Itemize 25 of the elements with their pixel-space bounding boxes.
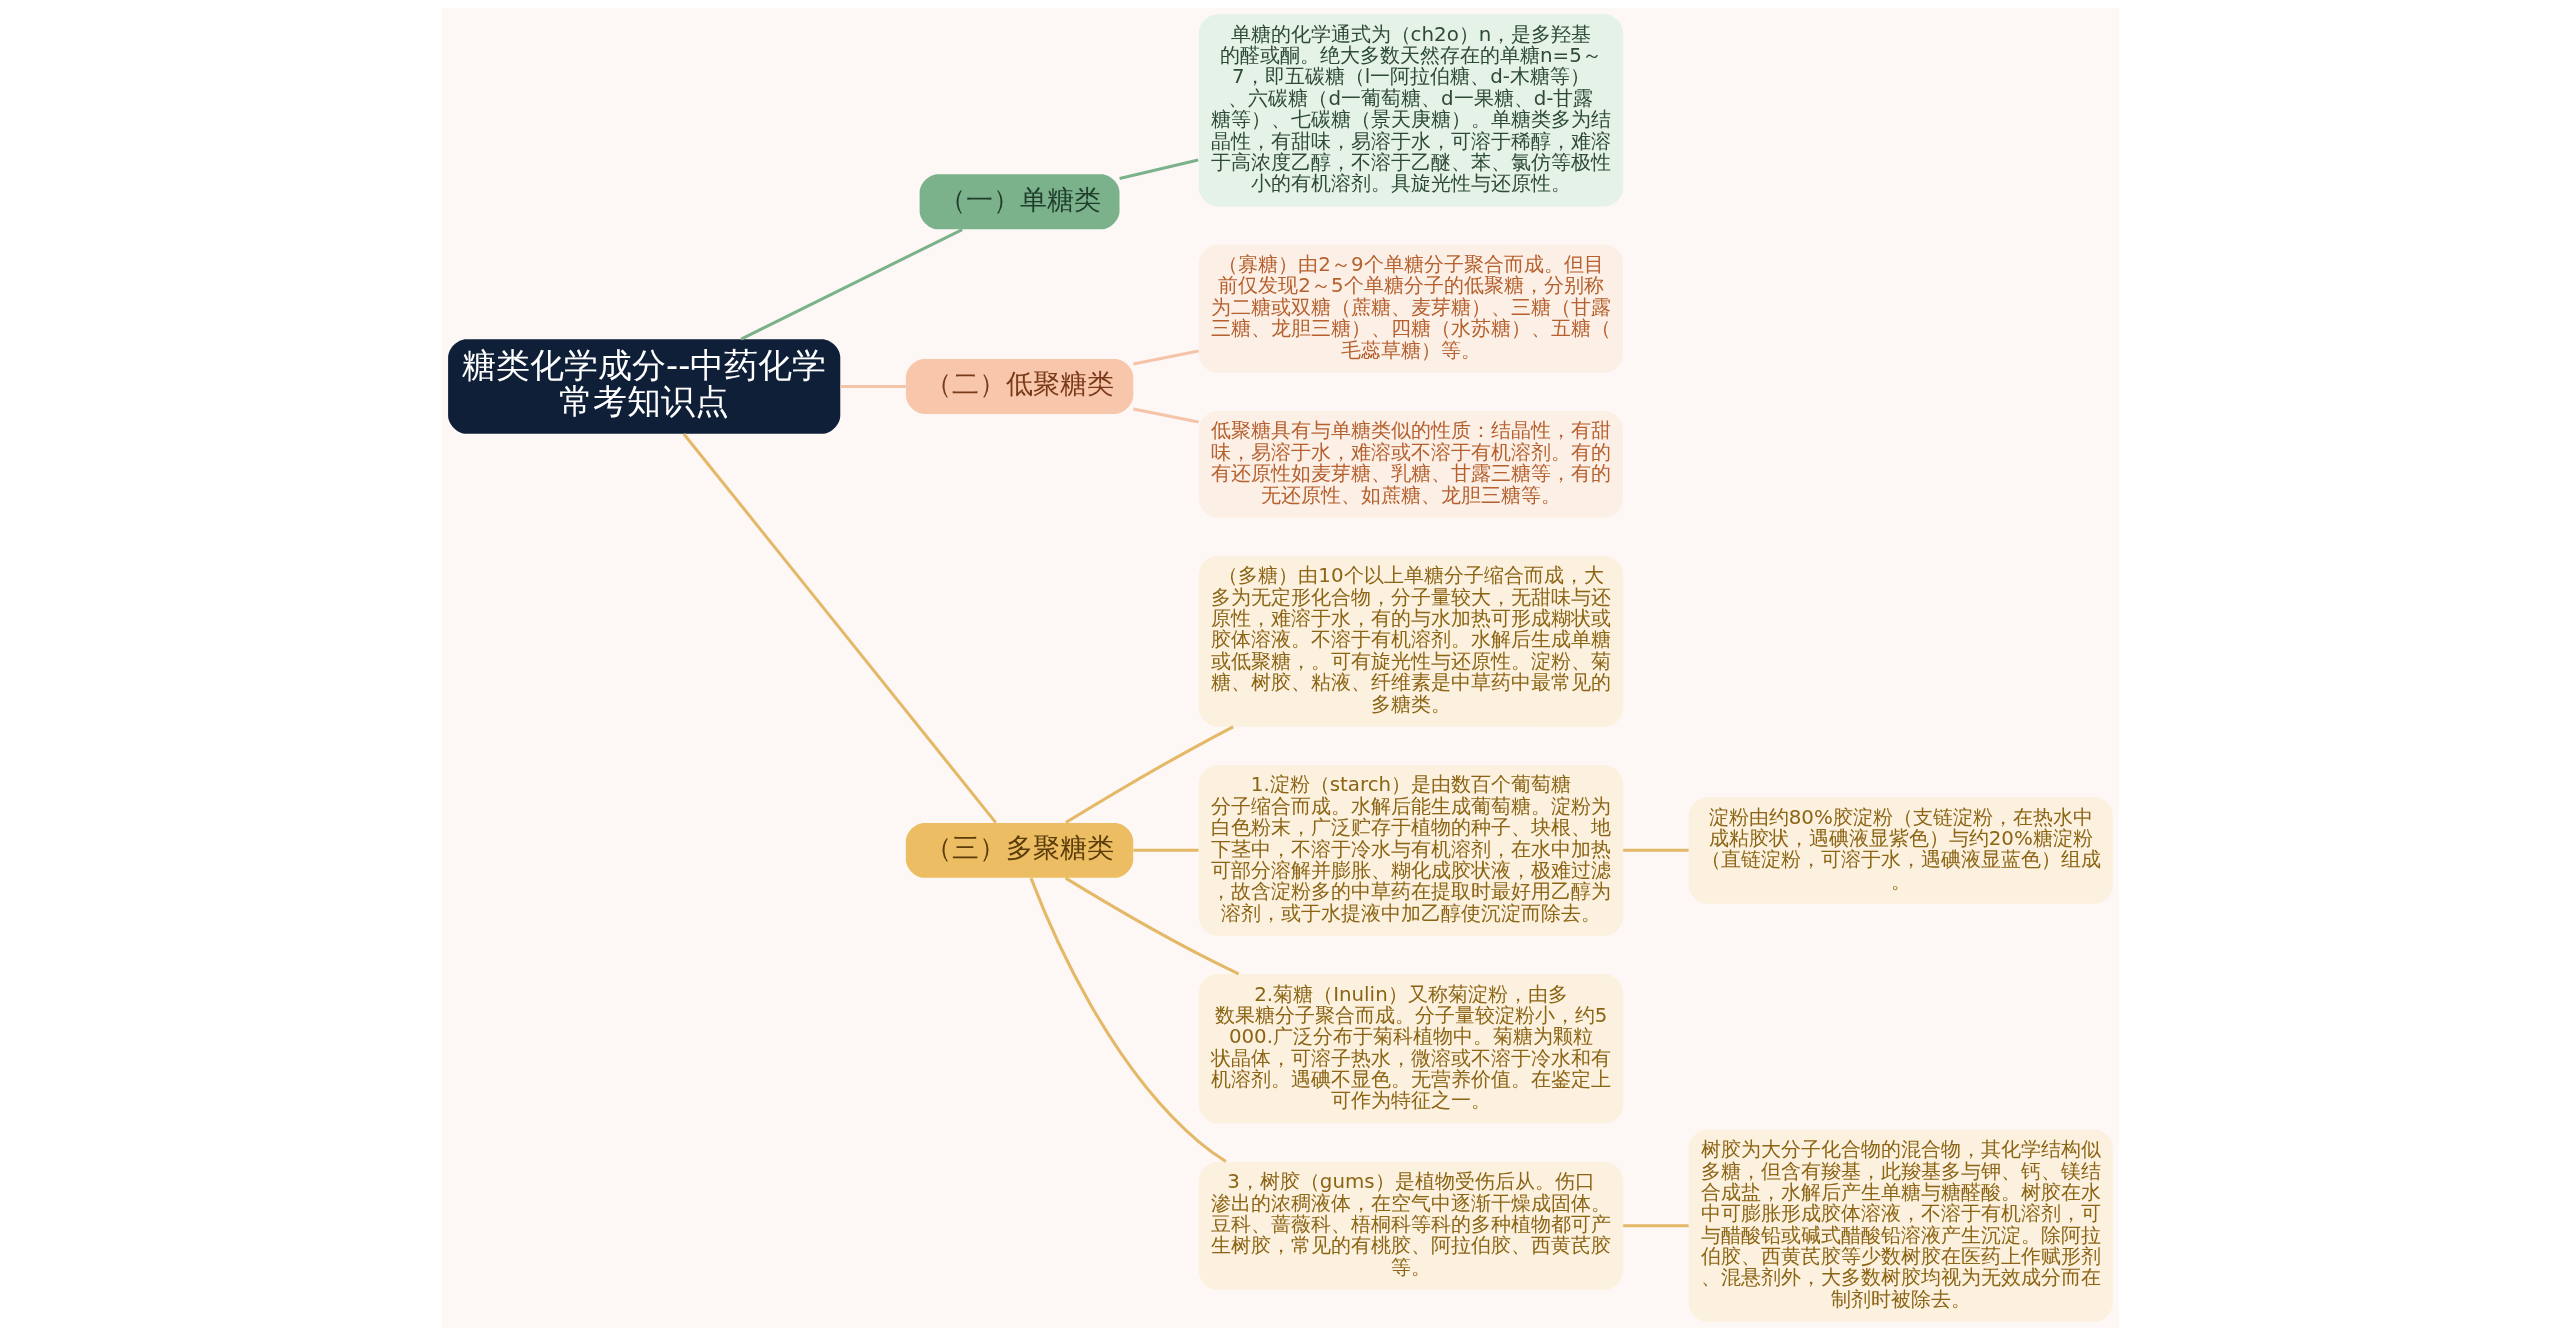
- connector: [1064, 876, 1239, 976]
- node-box: （寡糖）由2～9个单糖分子聚合而成。但目前仅发现2～5个单糖分子的低聚糖，分别称为二糖或双糖（蔗糖、麦芽糖）、三糖（甘露三糖、龙胆三糖）、四糖（水苏糖）、五糖（毛蕊草糖）等。: [1198, 244, 1623, 373]
- connector: [1132, 407, 1199, 424]
- connector: [1622, 1224, 1689, 1228]
- connector: [840, 384, 906, 388]
- node-box: 2.菊糖（Inulin）又称菊淀粉，由多数果糖分子聚合而成。分子量较淀粉小，约5000.广泛分布于菊科植物中。菊糖为颗粒状晶体，可溶子热水，微溶或不溶于冷水和有机溶剂。遇碘不显色。无营养价值。在鉴定上可作为特征之一。: [1198, 973, 1623, 1124]
- connector: [1132, 848, 1199, 852]
- node-box: （二）低聚糖类: [905, 359, 1133, 414]
- node-box: 低聚糖具有与单糖类似的性质：结晶性，有甜味，易溶于水，难溶或不溶于有机溶剂。有的有还原性如麦芽糖、乳糖、甘露三糖等，有的无还原性、如蔗糖、龙胆三糖等。: [1198, 410, 1623, 518]
- node-box: 1.淀粉（starch）是由数百个葡萄糖分子缩合而成。水解后能生成葡萄糖。淀粉为白色粉末，广泛贮存于植物的种子、块根、地下茎中，不溶于冷水与有机溶剂，在水中加热可部分溶解并膨胀、糊化成胶状液，极难过滤，故含淀粉多的中草药在提取时最好用乙醇为溶剂，或于水提液中加乙醇使沉淀而除去。: [1198, 764, 1623, 936]
- connector: [1029, 877, 1227, 1163]
- node-box: （多糖）由10个以上单糖分子缩合而成，大多为无定形化合物，分子量较大，无甜味与还原性，难溶于水，有的与水加热可形成糊状或胶体溶液。不溶于有机溶剂。水解后生成单糖或低聚糖，。可有旋光性与还原性。淀粉、菊糖、树胶、粘液、纤维素是中草药中最常见的多糖类。: [1198, 555, 1623, 727]
- connector: [682, 432, 997, 824]
- connector: [1118, 158, 1199, 181]
- connector: [1132, 349, 1199, 366]
- connector: [1622, 848, 1689, 852]
- node-box: （三）多聚糖类: [905, 822, 1133, 878]
- node-box: 淀粉由约80%胶淀粉（支链淀粉，在热水中成粘胶状，遇碘液显紫色）与约20%糖淀粉（直链淀粉，可溶于水，遇碘液显蓝色）组成。: [1688, 796, 2113, 904]
- node-box: 糖类化学成分--中药化学常考知识点: [447, 339, 840, 434]
- node-box: 单糖的化学通式为（ch2o）n，是多羟基的醛或酮。绝大多数天然存在的单糖n=5～7，即五碳糖（l一阿拉伯糖、d-木糖等）、六碳糖（d一葡萄糖、d一果糖、d-甘露糖等）、七碳糖（景天庚糖）。单糖类多为结晶性，有甜味，易溶于水，可溶于稀醇，难溶于高浓度乙醇，不溶于乙醚、苯、氯仿等极性小的有机溶剂。具旋光性与还原性。: [1198, 14, 1623, 207]
- connector: [1064, 725, 1234, 824]
- node-box: 3，树胶（gums）是植物受伤后从。伤口渗出的浓稠液体，在空气中逐渐干燥成固体。豆科、蔷薇科、梧桐科等科的多种植物都可产生树胶，常见的有桃胶、阿拉伯胶、西黄芪胶等。: [1198, 1161, 1623, 1290]
- connector: [739, 228, 963, 341]
- node-box: 树胶为大分子化合物的混合物，其化学结构似多糖，但含有羧基，此羧基多与钾、钙、镁结合成盐，水解后产生单糖与糖醛酸。树胶在水中可膨胀形成胶体溶液，不溶于有机溶剂，可与醋酸铅或碱式醋酸铅溶液产生沉淀。除阿拉伯胶、西黄芪胶等少数树胶在医药上作赋形剂、混悬剂外，大多数树胶均视为无效成分而在制剂时被除去。: [1688, 1129, 2113, 1322]
- node-box: （一）单糖类: [919, 174, 1119, 230]
